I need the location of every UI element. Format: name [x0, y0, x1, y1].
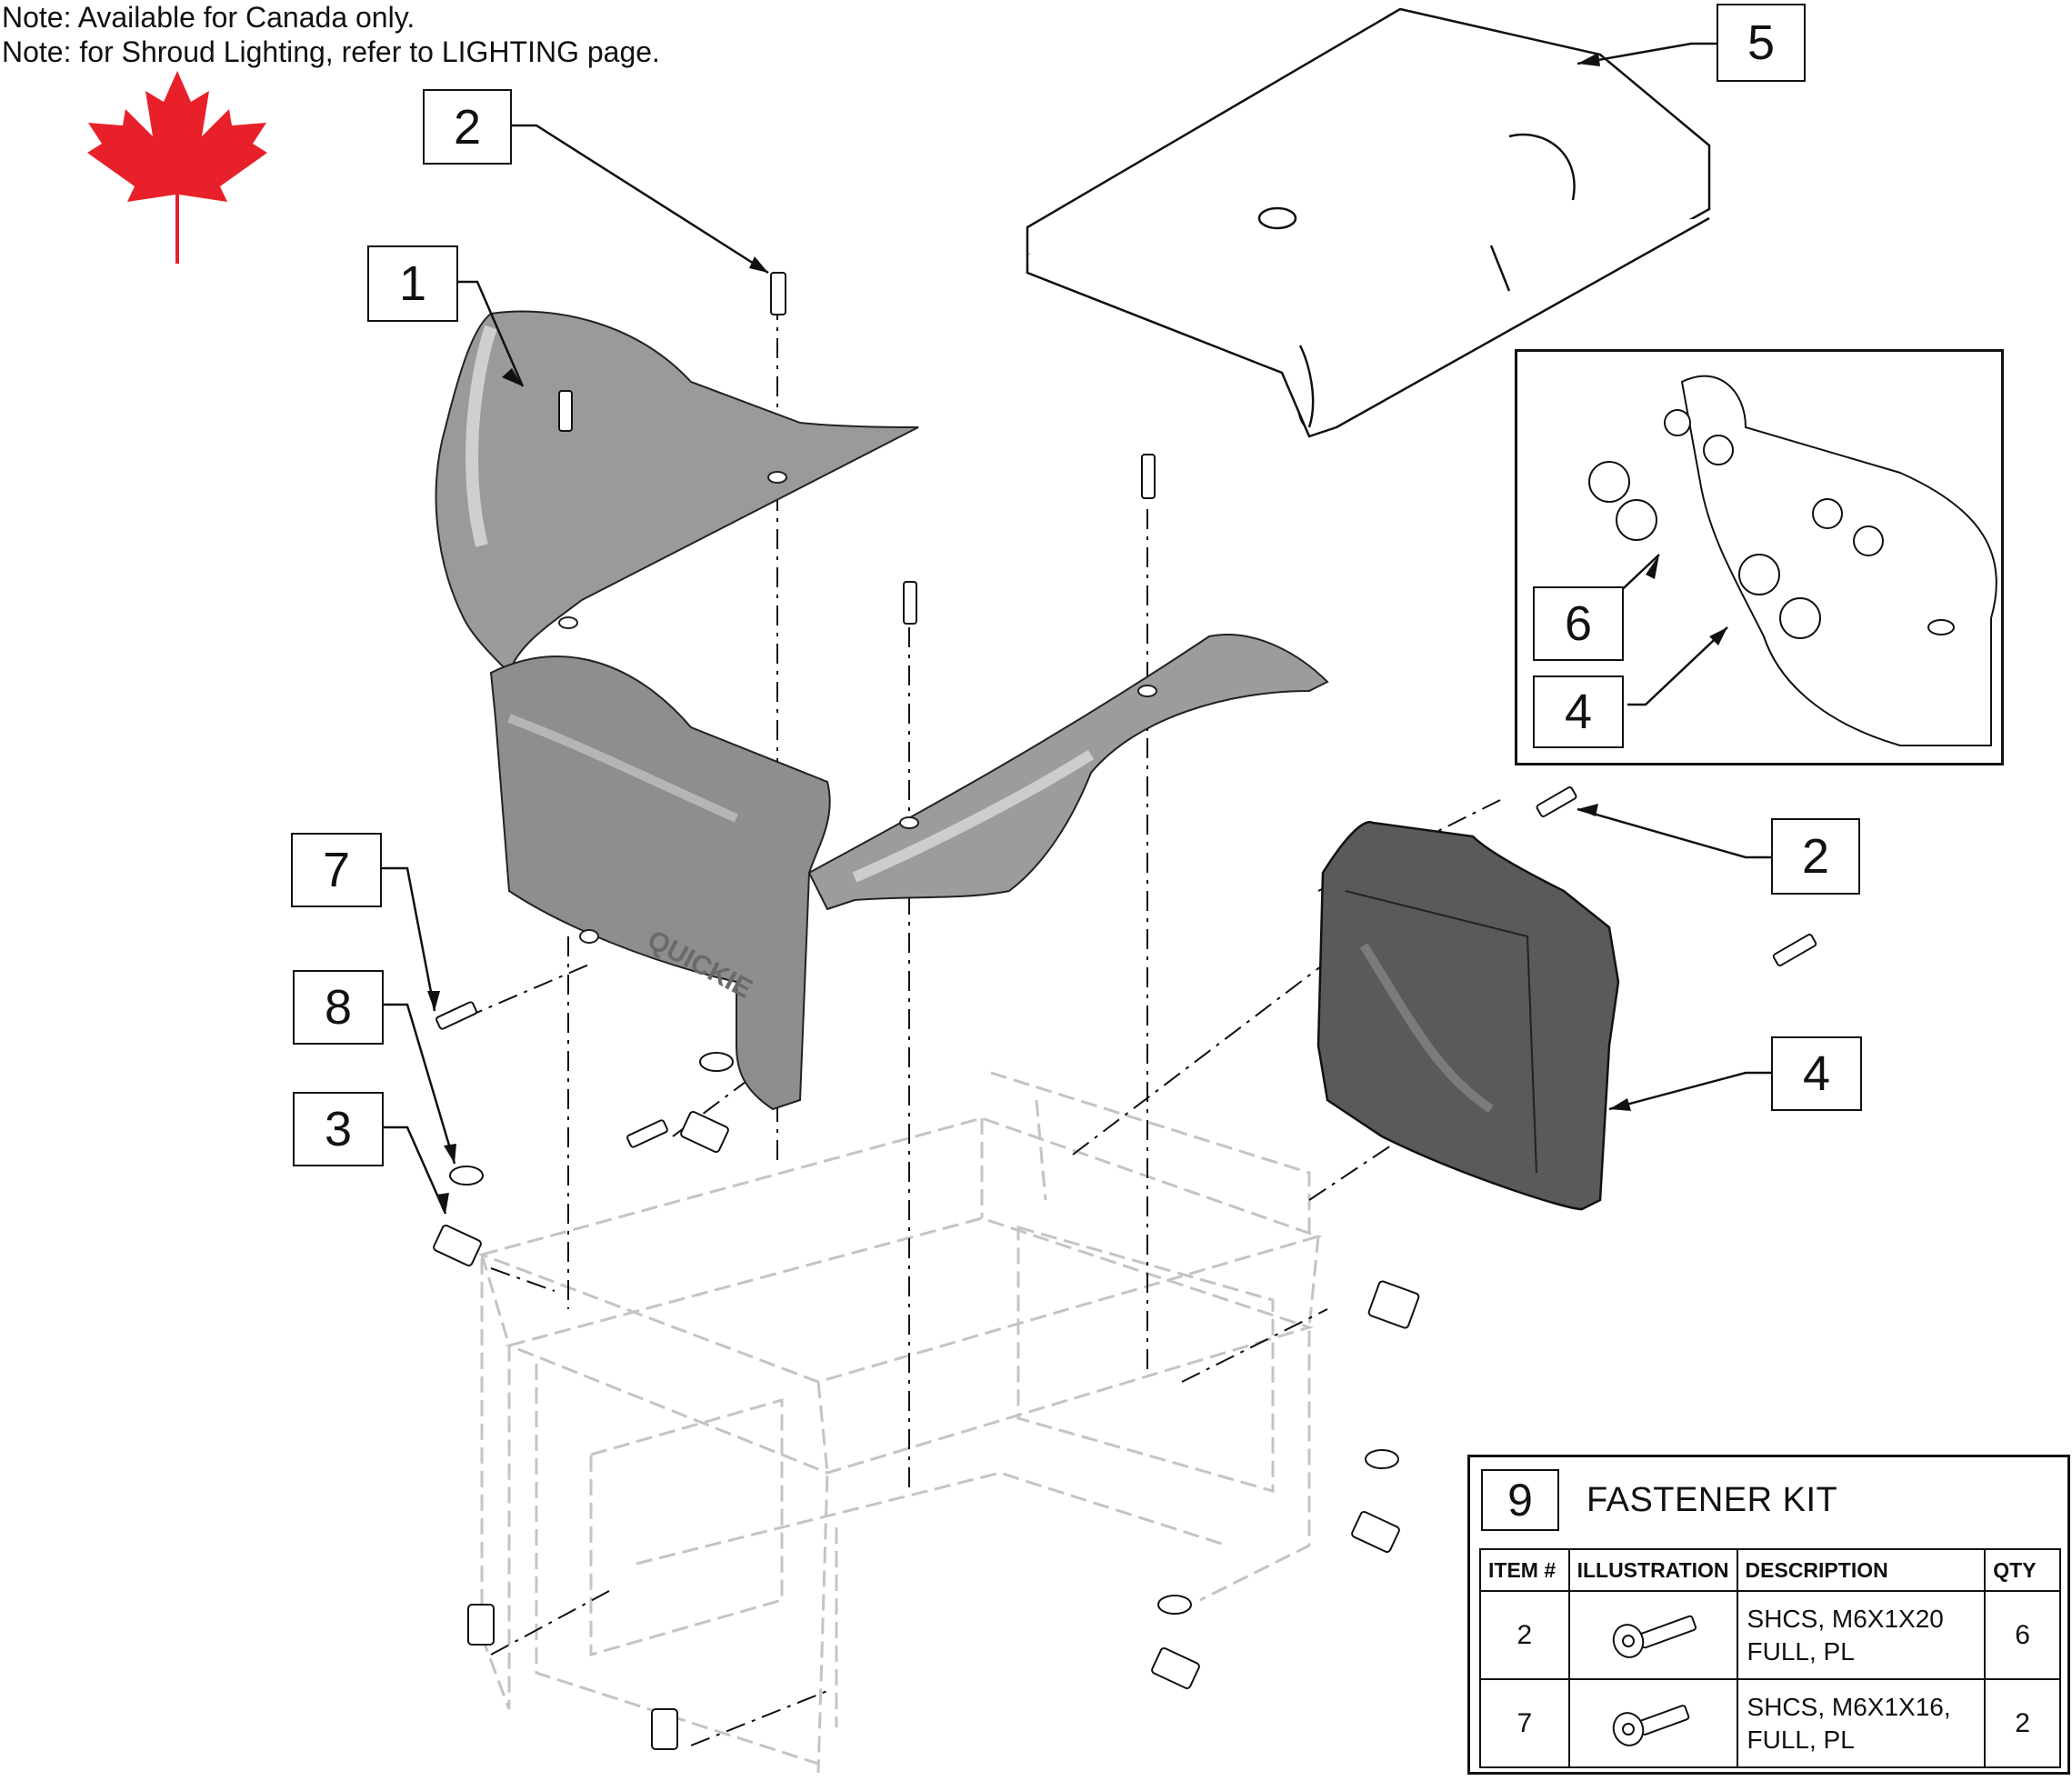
- row-description-line1: SHCS, M6X1X16,: [1747, 1692, 1951, 1721]
- callout-3: 3: [293, 1092, 384, 1166]
- row-item-number: 2: [1479, 1590, 1570, 1680]
- header-qty: QTY: [1984, 1548, 2061, 1592]
- arrowheads: [427, 53, 1727, 1214]
- callout-2-top: 2: [423, 89, 512, 165]
- callout-1: 1: [367, 245, 458, 322]
- header-illustration: ILLUSTRATION: [1567, 1548, 1738, 1592]
- table-row: 7 SHCS, M6X1X16, FULL, PL 2: [1479, 1678, 2061, 1768]
- top-cover: [1026, 7, 1711, 438]
- fastener-kit-header: 9 FASTENER KIT: [1470, 1457, 2067, 1545]
- socket-head-screw-icon: [1567, 1678, 1738, 1768]
- callout-4-right: 4: [1771, 1036, 1862, 1111]
- row-qty: 6: [1984, 1590, 2061, 1680]
- socket-head-screw-icon: [1567, 1590, 1738, 1680]
- callout-5: 5: [1717, 4, 1806, 82]
- rear-housing: [1316, 821, 1620, 1211]
- callout-4-inset: 4: [1533, 675, 1624, 748]
- table-row: 2 SHCS, M6X1X20 FULL, PL 6: [1479, 1590, 2061, 1680]
- inset-detail: [1588, 375, 1997, 746]
- callout-6: 6: [1533, 586, 1624, 661]
- callout-2-right: 2: [1771, 818, 1860, 895]
- row-description-line1: SHCS, M6X1X20: [1747, 1604, 1944, 1633]
- fastener-kit-table: 9 FASTENER KIT ITEM # ILLUSTRATION DESCR…: [1467, 1455, 2070, 1775]
- row-description-line2: FULL, PL: [1747, 1636, 1855, 1666]
- maple-leaf-icon: [87, 71, 267, 264]
- note-availability: Note: Available for Canada only.: [2, 1, 415, 34]
- row-description: SHCS, M6X1X16, FULL, PL: [1736, 1678, 1987, 1768]
- row-qty: 2: [1984, 1678, 2061, 1768]
- header-description: DESCRIPTION: [1736, 1548, 1987, 1592]
- inset-detail-box: [1515, 349, 2004, 765]
- washers-nuts: [433, 1052, 1420, 1750]
- row-description-line2: FULL, PL: [1747, 1725, 1855, 1754]
- note-lighting: Note: for Shroud Lighting, refer to LIGH…: [2, 35, 660, 68]
- callout-7: 7: [291, 833, 382, 907]
- screws: [435, 272, 1817, 1148]
- fastener-kit-grid: ITEM # ILLUSTRATION DESCRIPTION QTY 2: [1479, 1548, 2061, 1768]
- fastener-kit-title: FASTENER KIT: [1587, 1481, 1838, 1519]
- row-description: SHCS, M6X1X20 FULL, PL: [1736, 1590, 1987, 1680]
- left-shroud: QUICKIE: [435, 310, 1329, 1111]
- table-header-row: ITEM # ILLUSTRATION DESCRIPTION QTY: [1479, 1548, 2061, 1592]
- header-item: ITEM #: [1479, 1548, 1570, 1592]
- frame-ghost: [477, 1071, 1323, 1774]
- fastener-kit-number: 9: [1481, 1469, 1559, 1531]
- callout-8: 8: [293, 970, 384, 1045]
- row-item-number: 7: [1479, 1678, 1570, 1768]
